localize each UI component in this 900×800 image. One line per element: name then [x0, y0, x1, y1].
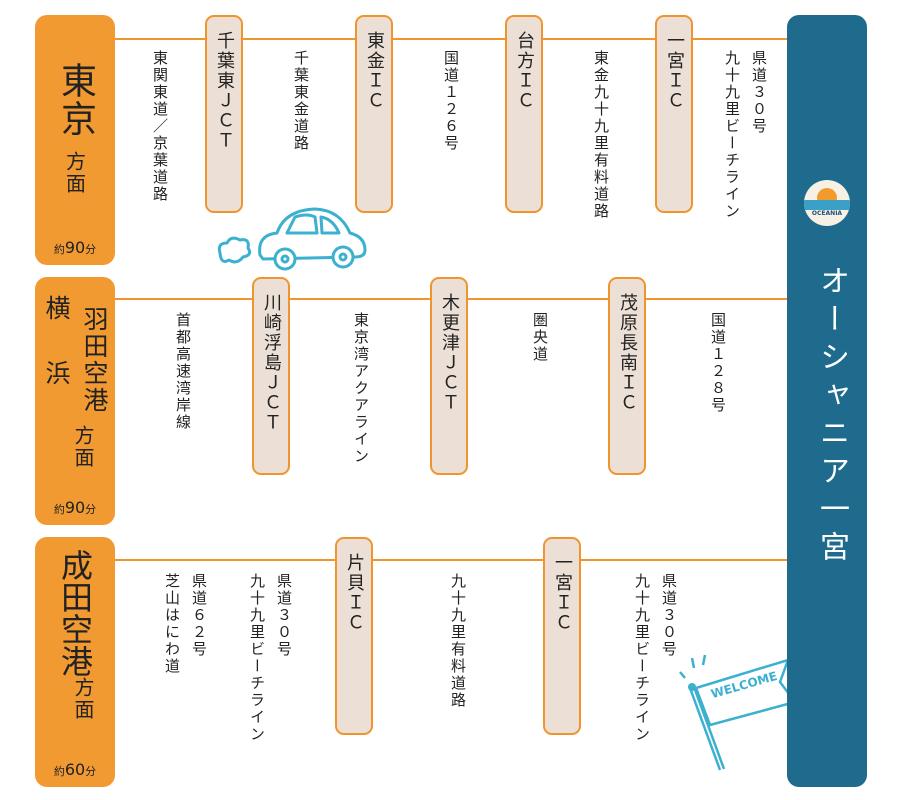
road-label: 県道３０号九十九里ビーチライン [248, 573, 293, 743]
oceania-logo: OCEANIA [804, 180, 850, 226]
junction-box: 片貝ＩＣ [335, 537, 373, 735]
road-label: 東関東道／京葉道路 [151, 50, 169, 203]
road-label: 千葉東金道路 [292, 50, 310, 152]
travel-time: 約90分 [53, 238, 97, 257]
route-line-narita [115, 559, 787, 561]
welcome-flag-icon: WELCOME [670, 650, 800, 775]
origin-label: 羽田空港 [80, 306, 109, 414]
junction-box: 千葉東ＪＣＴ [205, 15, 243, 213]
road-label: 圏央道 [531, 312, 549, 363]
junction-box: 木更津ＪＣＴ [430, 277, 468, 475]
road-label: 県道３０号九十九里ビーチライン [723, 50, 768, 220]
route-line-tokyo [115, 38, 787, 40]
origin-haneda-yokohama: 羽田空港 横浜 方面 約90分 [35, 277, 115, 525]
junction-box: 一宮ＩＣ [543, 537, 581, 735]
car-icon [217, 207, 367, 271]
direction-label: 方面 [62, 151, 87, 195]
junction-box: 川崎浮島ＪＣＴ [252, 277, 290, 475]
junction-box: 一宮ＩＣ [655, 15, 693, 213]
road-label: 東金九十九里有料道路 [592, 50, 610, 220]
direction-label: 方面 [71, 677, 95, 721]
road-label: 国道１２８号 [709, 312, 727, 414]
origin-label: 東京 [55, 62, 96, 138]
origin-tokyo: 東京 方面 約90分 [35, 15, 115, 265]
travel-time: 約90分 [53, 498, 97, 517]
road-label: 国道１２６号 [442, 50, 460, 152]
destination-name: オーシャニア一宮 [814, 265, 849, 569]
travel-time: 約60分 [53, 760, 97, 779]
road-label: 首都高速湾岸線 [174, 312, 192, 431]
direction-label: 方面 [71, 425, 95, 469]
junction-box: 東金ＩＣ [355, 15, 393, 213]
origin-narita: 成田空港 方面 約60分 [35, 537, 115, 787]
road-label: 県道６２号芝山はにわ道 [163, 573, 208, 675]
origin-label: 横浜 [42, 295, 71, 425]
junction-box: 台方ＩＣ [505, 15, 543, 213]
road-label: 九十九里有料道路 [449, 573, 467, 709]
junction-box: 茂原長南ＩＣ [608, 277, 646, 475]
origin-label: 成田空港 [56, 549, 94, 677]
road-label: 東京湾アクアライン [352, 312, 370, 465]
road-label: 県道３０号九十九里ビーチライン [633, 573, 678, 743]
destination-box: OCEANIA オーシャニア一宮 [787, 15, 867, 787]
